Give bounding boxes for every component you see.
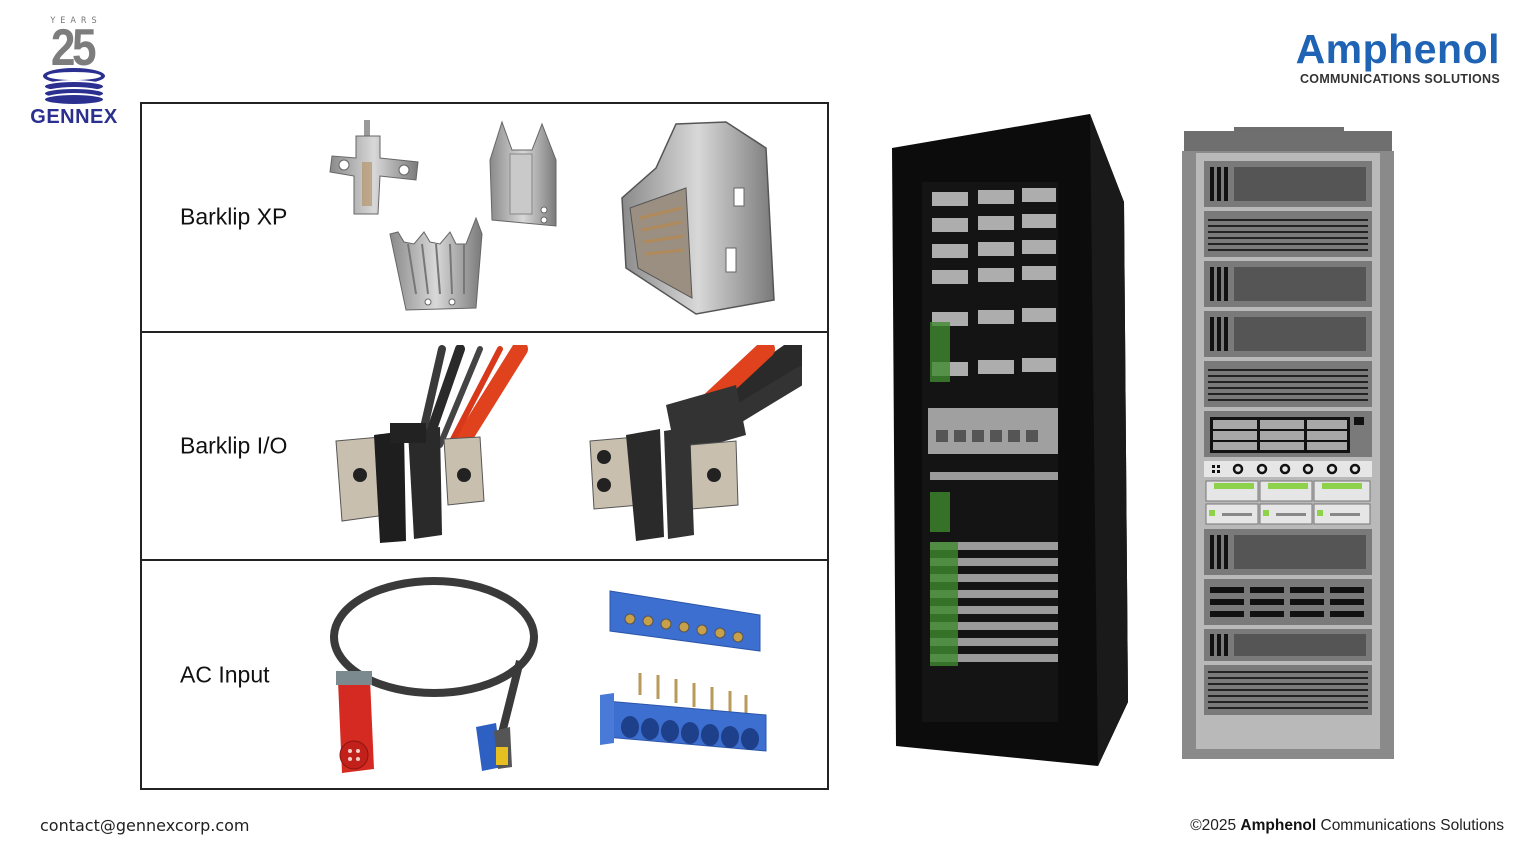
logo-wordmark: GENNEX bbox=[30, 106, 118, 128]
ac-input-cable-with-red-plug-image bbox=[330, 577, 538, 774]
logo-years-label: YEARS bbox=[50, 16, 102, 26]
product-label: AC Input bbox=[180, 661, 270, 688]
product-table: Barklip XP bbox=[140, 102, 829, 790]
barklip-xp-large-clip-image bbox=[621, 121, 775, 315]
barklip-io-cable-assembly-front-image bbox=[335, 344, 528, 543]
gray-server-rack-diagram bbox=[1182, 127, 1394, 759]
logo-anniversary-number: 25 bbox=[50, 19, 97, 77]
barklip-xp-angled-clip-image bbox=[389, 216, 483, 311]
barklip-io-cable-assembly-side-image bbox=[589, 344, 802, 541]
product-label: Barklip XP bbox=[180, 203, 288, 230]
copyright-suffix: Communications Solutions bbox=[1316, 817, 1504, 834]
copyright-prefix: ©2025 bbox=[1190, 817, 1241, 834]
product-row-barklip-xp: Barklip XP bbox=[142, 104, 827, 333]
amphenol-logo: Amphenol COMMUNICATIONS SOLUTIONS bbox=[1296, 28, 1500, 86]
gennex-disc-icon bbox=[43, 68, 105, 106]
black-server-rack-image bbox=[892, 114, 1128, 766]
amphenol-wordmark: Amphenol bbox=[1295, 26, 1500, 72]
product-row-ac-input: AC Input bbox=[142, 561, 827, 790]
contact-email-link[interactable]: contact@gennexcorp.com bbox=[40, 816, 250, 835]
copyright-notice: ©2025 Amphenol Communications Solutions bbox=[1190, 817, 1504, 835]
amphenol-subtitle: COMMUNICATIONS SOLUTIONS bbox=[1299, 72, 1500, 86]
ac-input-blue-terminal-blocks-image bbox=[600, 590, 767, 752]
product-label: Barklip I/O bbox=[180, 432, 288, 459]
copyright-brand: Amphenol bbox=[1240, 817, 1317, 834]
product-row-barklip-io: Barklip I/O bbox=[142, 333, 827, 562]
barklip-xp-cross-clip-image bbox=[329, 120, 419, 215]
barklip-xp-u-clip-image bbox=[489, 120, 557, 227]
gennex-logo: YEARS 25 GENNEX bbox=[26, 16, 122, 136]
